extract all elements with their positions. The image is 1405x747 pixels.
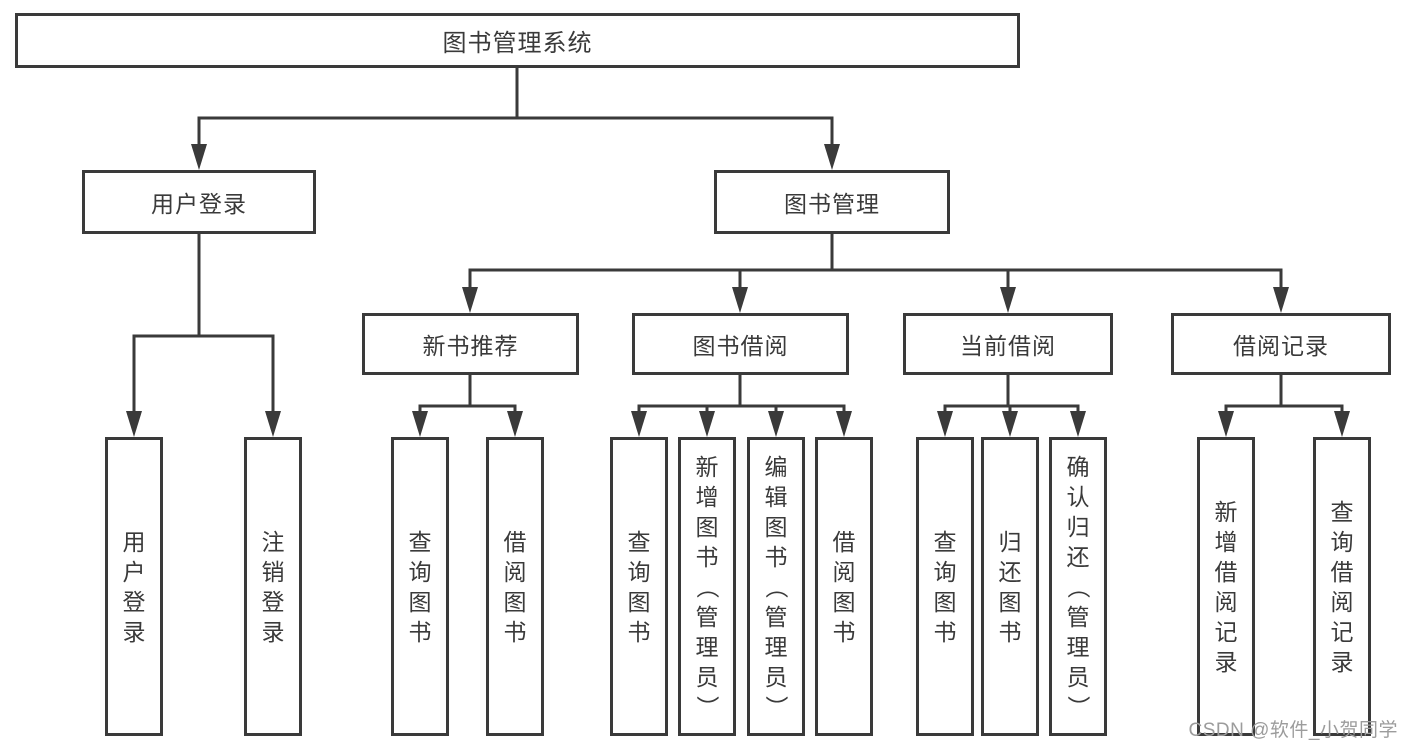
leaf-borrow-books: 借阅图书 [815,437,873,736]
node-label: 确认归还（管理员） [1065,453,1091,719]
node-book-management: 图书管理 [714,170,950,234]
leaf-query-books-recommend: 查询图书 [391,437,449,736]
node-label: 查询图书 [933,528,957,645]
leaf-add-borrow-record: 新增借阅记录 [1197,437,1255,736]
node-label: 新增借阅记录 [1214,498,1238,675]
node-label: 新书推荐 [422,333,519,359]
node-label: 图书借阅 [692,333,789,359]
node-label: 归还图书 [998,528,1022,645]
node-label: 图书管理系统 [442,30,593,57]
node-label: 查询图书 [408,528,432,645]
leaf-query-books-borrow: 查询图书 [610,437,668,736]
leaf-return-book: 归还图书 [981,437,1039,736]
node-label: 编辑图书（管理员） [763,453,789,719]
node-label: 查询图书 [627,528,651,645]
leaf-add-book-admin: 新增图书（管理员） [678,437,736,736]
node-label: 图书管理 [784,191,880,217]
node-label: 用户登录 [122,528,146,645]
node-library-management-system: 图书管理系统 [15,13,1020,68]
leaf-borrow-books-recommend: 借阅图书 [486,437,544,736]
node-new-book-recommend: 新书推荐 [362,313,579,375]
leaf-query-borrow-record: 查询借阅记录 [1313,437,1371,736]
leaf-edit-book-admin: 编辑图书（管理员） [747,437,805,736]
node-label: 借阅记录 [1233,333,1329,359]
node-label: 新增图书（管理员） [694,453,720,719]
leaf-query-books-current: 查询图书 [916,437,974,736]
node-label: 当前借阅 [960,333,1056,359]
node-label: 查询借阅记录 [1330,498,1354,675]
node-user-login: 用户登录 [82,170,316,234]
node-borrowing-records: 借阅记录 [1171,313,1391,375]
node-label: 注销登录 [261,528,285,645]
node-current-borrowing: 当前借阅 [903,313,1113,375]
csdn-watermark: CSDN @软件_小贺同学 [1188,720,1398,741]
node-label: 借阅图书 [832,528,856,645]
node-book-borrowing: 图书借阅 [632,313,849,375]
leaf-confirm-return-admin: 确认归还（管理员） [1049,437,1107,736]
leaf-logout: 注销登录 [244,437,302,736]
leaf-user-login: 用户登录 [105,437,163,736]
node-label: 借阅图书 [503,528,527,645]
node-label: 用户登录 [151,191,247,217]
